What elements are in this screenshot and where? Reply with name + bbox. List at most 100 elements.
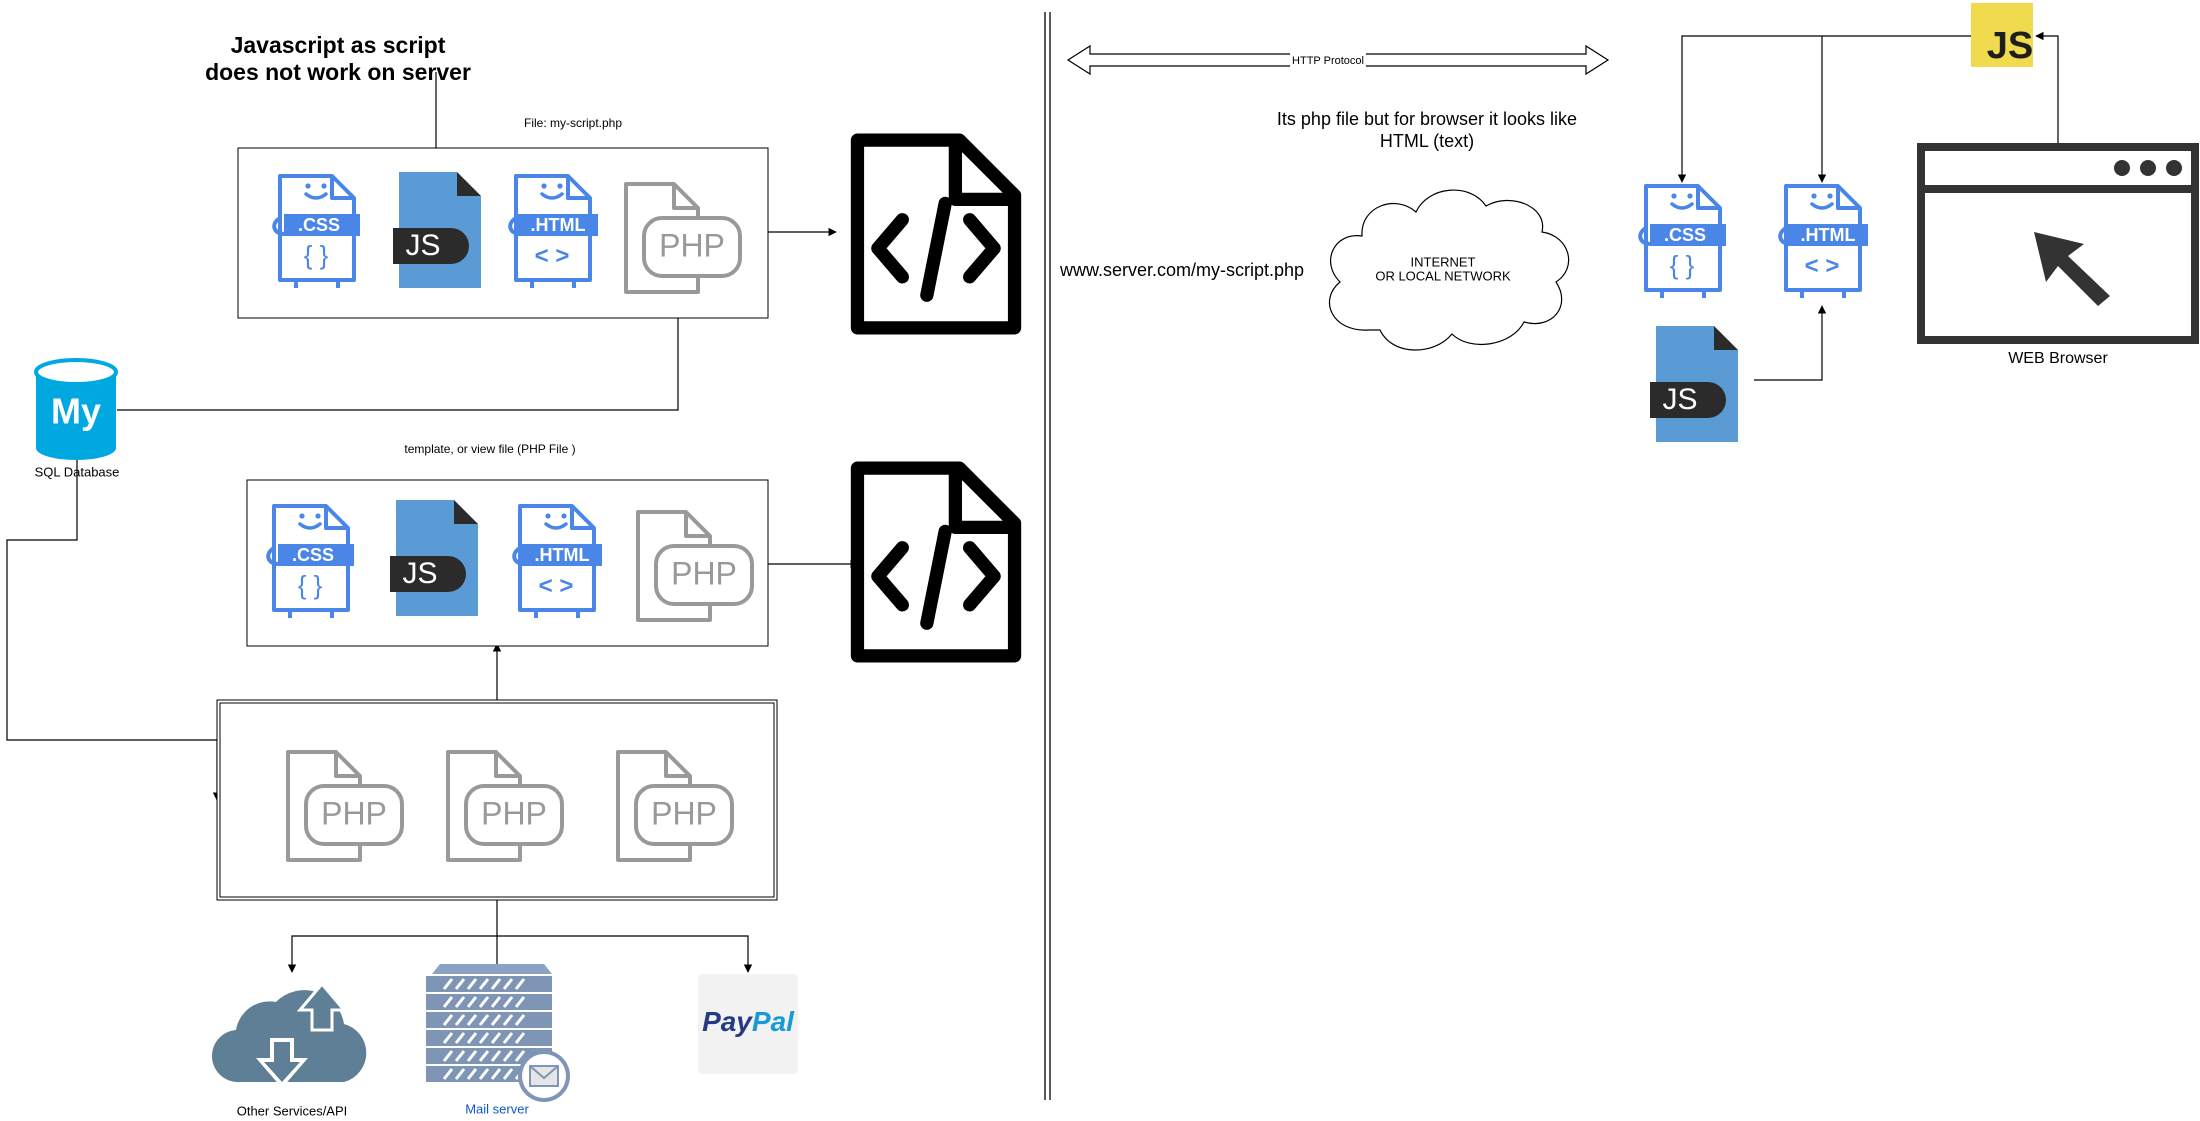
code-document-icon (857, 468, 1014, 656)
js-logo-text: JS (1987, 25, 2033, 67)
rack-stripe (490, 1050, 502, 1062)
http-label-bg (1290, 53, 1366, 67)
css-file-icon-glyph: { } (298, 570, 323, 600)
arrow-to-other-services (287, 935, 497, 973)
rack-stripe (466, 1014, 478, 1026)
client-html-file-icon-glyph: < > (1805, 252, 1840, 279)
client-css-file-icon-glyph: { } (1670, 250, 1695, 280)
browser-dot (2140, 160, 2156, 176)
paypal-logo: PayPal (698, 974, 798, 1074)
rack-stripe (502, 996, 514, 1008)
rack-stripe (442, 1050, 454, 1062)
cloud-label-line2: OR LOCAL NETWORK (1375, 268, 1511, 283)
rack-stripe (454, 1050, 466, 1062)
http-protocol-label: HTTP Protocol (1292, 55, 1364, 67)
nodes: .CSS { } JS .HTML < > PHP .CSS { } JS .HTML < > PHP… (34, 3, 2199, 1102)
rack-stripe (478, 978, 490, 990)
rack-stripe (514, 1014, 526, 1026)
php-file-icon-label: PHP (671, 555, 737, 591)
js-note-line2: does not work on server (205, 59, 471, 85)
client-js-file-icon-label: JS (1662, 383, 1697, 416)
arrow-to-paypal (497, 935, 753, 973)
cloud-label-line1: INTERNET (1411, 254, 1476, 269)
php-module-icon-label: PHP (651, 795, 717, 831)
file2-label: template, or view file (PHP File ) (404, 442, 575, 456)
code-document-icon (857, 140, 1014, 328)
rack-stripe (502, 1050, 514, 1062)
db-top (34, 358, 118, 386)
sql-database-label: SQL Database (35, 464, 120, 479)
rack-stripe (442, 1068, 454, 1080)
rack-stripe (442, 996, 454, 1008)
other-services-label: Other Services/API (237, 1103, 348, 1118)
browser-note-line1: Its php file but for browser it looks li… (1277, 109, 1577, 129)
cursor-arrow-icon (2034, 232, 2110, 306)
upload-arrow (296, 981, 348, 1032)
rack-stripe (454, 996, 466, 1008)
rack-stripe (478, 1032, 490, 1044)
rack-stripe (466, 996, 478, 1008)
html-file-icon-label: .HTML (535, 545, 590, 565)
js-logo (1971, 3, 2033, 67)
rack-stripe (490, 1032, 502, 1044)
rack-stripe (478, 1014, 490, 1026)
arrow-jsfile-to-html (1754, 305, 1827, 381)
rack-stripe (442, 1014, 454, 1026)
paypal-tile (698, 974, 798, 1074)
php-module-icon-label: PHP (321, 795, 387, 831)
browser-dot (2166, 160, 2182, 176)
rack-stripe (502, 1032, 514, 1044)
css-file-icon-label: .CSS (298, 215, 340, 235)
rack-stripe (478, 1068, 490, 1080)
paypal-text: PayPal (702, 1006, 795, 1037)
html-file-icon-glyph: < > (539, 572, 574, 599)
db-logo-text: My (51, 391, 101, 432)
rack-stripe (514, 1050, 526, 1062)
rack-stripe (454, 978, 466, 990)
rack-stripe (442, 978, 454, 990)
rack-stripe (514, 996, 526, 1008)
arrow-browser-to-js (2035, 31, 2059, 145)
rack-stripe (466, 1050, 478, 1062)
arrow-db-to-php (117, 299, 683, 411)
html-file-icon-glyph: < > (535, 242, 570, 269)
web-browser-icon (1917, 143, 2199, 344)
js-note-line1: Javascript as script (231, 32, 446, 58)
rack-stripe (490, 996, 502, 1008)
url-label: www.server.com/my-script.php (1059, 260, 1304, 280)
rack-stripe (478, 996, 490, 1008)
cloud-download-icon (211, 981, 367, 1088)
php-modules-box-inner (219, 702, 775, 898)
network-cloud (1328, 189, 1570, 351)
rack-stripe (490, 1068, 502, 1080)
server-top (432, 964, 552, 974)
rack-stripe (514, 1032, 526, 1044)
rack-stripe (502, 978, 514, 990)
rack-stripe (466, 978, 478, 990)
browser-dot (2114, 160, 2130, 176)
client-html-file-icon-label: .HTML (1801, 225, 1856, 245)
rack-stripe (478, 1050, 490, 1062)
mail-server-icon (426, 964, 570, 1102)
css-file-icon-glyph: { } (304, 240, 329, 270)
rack-stripe (466, 1068, 478, 1080)
css-file-icon-label: .CSS (292, 545, 334, 565)
rack-stripe (490, 1014, 502, 1026)
rack-stripe (514, 978, 526, 990)
rack-stripe (502, 1014, 514, 1026)
rack-stripe (454, 1032, 466, 1044)
web-browser-label: WEB Browser (2008, 350, 2108, 367)
db-body (36, 372, 116, 460)
download-arrow-inner (264, 1042, 300, 1082)
rack-stripe (454, 1068, 466, 1080)
envelope-flap (529, 1065, 559, 1080)
client-css-file-icon-label: .CSS (1664, 225, 1706, 245)
mysql-database-icon: My (34, 358, 118, 460)
file1-label: File: my-script.php (524, 116, 622, 130)
rack-stripe (502, 1068, 514, 1080)
js-file-icon-label: JS (405, 229, 440, 262)
rack-stripe (466, 1032, 478, 1044)
browser-note-line2: HTML (text) (1380, 131, 1474, 151)
